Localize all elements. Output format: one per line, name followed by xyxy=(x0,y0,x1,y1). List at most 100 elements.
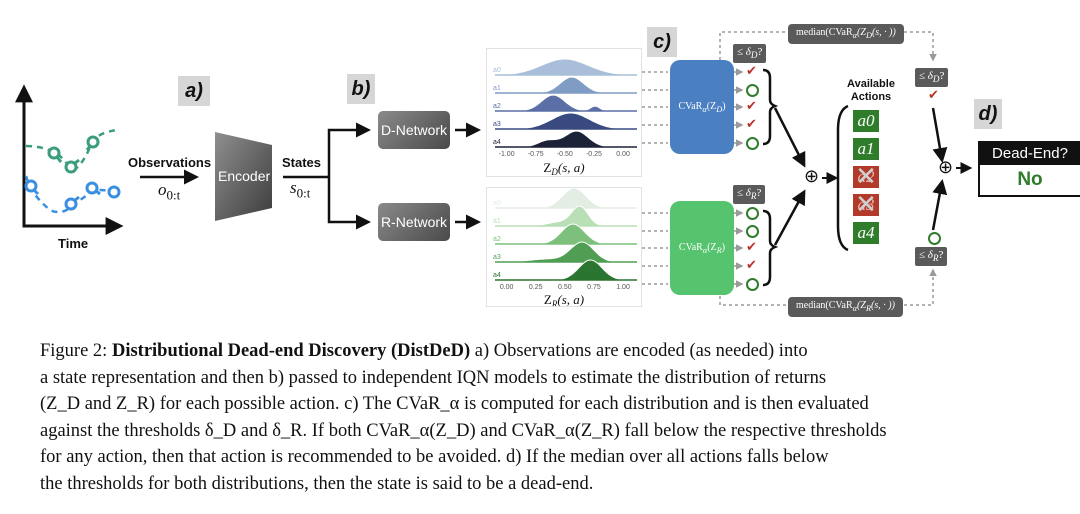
d-result-circle-icon xyxy=(746,84,759,97)
action-a2: a2✕ xyxy=(853,162,879,192)
r-median-route xyxy=(719,290,786,306)
available-actions-title-line2: Actions xyxy=(850,91,892,103)
d-dash-lines xyxy=(642,68,744,147)
r-result-circle-icon xyxy=(746,225,759,238)
x-tick-label: -1.00 xyxy=(499,151,515,158)
r-median-to-oplus-arrow xyxy=(931,179,948,231)
time-axis-label: Time xyxy=(58,236,89,251)
r-network-box: R-Network xyxy=(378,203,450,241)
blue-point xyxy=(64,197,78,211)
median-d-end: (s, · )) xyxy=(871,27,896,38)
final-threshold-r-sub: R xyxy=(932,253,939,264)
states-subscript: 0:t xyxy=(296,185,311,201)
caption-prefix: Figure 2: xyxy=(40,341,112,361)
caption-line-3: (Z_D and Z_R) for each possible action. … xyxy=(40,394,869,414)
threshold-d-sub: D xyxy=(750,50,758,61)
ridge-label-a4: a4 xyxy=(493,139,501,146)
ridge-a0 xyxy=(494,58,638,76)
actions-bracket xyxy=(836,104,849,252)
ridge-a4 xyxy=(495,259,637,281)
ridge-a1 xyxy=(495,205,637,227)
median-d-alpha: α xyxy=(852,31,858,40)
ridge-a3 xyxy=(495,241,637,263)
action-a0: a0 xyxy=(853,110,879,132)
x-tick-label: -0.25 xyxy=(586,151,602,158)
x-tick-label: 0.00 xyxy=(500,284,514,291)
cvar-d-box: CVaRα(ZD) xyxy=(670,60,734,154)
threshold-d-q: ? xyxy=(757,46,763,58)
panel-label-a: a) xyxy=(178,76,210,106)
cvar-d-arg-sub: D xyxy=(716,105,723,114)
ridge-a2 xyxy=(495,94,637,112)
final-threshold-d-label: ≤ δD? xyxy=(915,68,949,88)
available-actions-title: Available Actions xyxy=(838,78,904,104)
d-result-check-icon: ✔ xyxy=(746,64,757,79)
final-r-circle-icon xyxy=(928,232,941,245)
caption-title: Distributional Dead-end Discovery (DistD… xyxy=(111,341,471,361)
r-to-oplus-arrow xyxy=(773,189,806,246)
final-threshold-d-sub: D xyxy=(932,74,940,85)
action-a4: a4 xyxy=(853,222,879,244)
median-d-arg: (Z xyxy=(857,27,866,38)
d-median-route xyxy=(719,31,786,66)
ridge-label-a0: a0 xyxy=(493,200,501,207)
cross-icon: ✕ xyxy=(855,162,877,192)
cvar-r-box: CVaRα(ZR) xyxy=(670,201,734,295)
ridge-label-a1: a1 xyxy=(493,218,501,225)
cvar-d-arg: (Z xyxy=(706,101,717,112)
r-brace xyxy=(762,209,779,287)
action-a1: a1 xyxy=(853,138,879,160)
dead-end-header: Dead-End? xyxy=(980,143,1080,165)
dead-end-box: Dead-End? No xyxy=(978,141,1080,197)
cvar-r-arg-sub: R xyxy=(716,246,722,255)
green-point xyxy=(47,146,61,160)
d-median-down xyxy=(904,31,937,62)
ridge-label-a2: a2 xyxy=(493,236,501,243)
d-result-circle-icon xyxy=(746,137,759,150)
ridge-a2 xyxy=(495,223,637,245)
states-math: s0:t xyxy=(290,178,310,201)
final-threshold-r-label: ≤ δR? xyxy=(915,247,948,267)
threshold-r-q: ? xyxy=(756,187,762,199)
final-d-check-icon: ✔ xyxy=(928,88,939,103)
d-result-check-icon: ✔ xyxy=(746,117,757,132)
blue-point xyxy=(85,181,99,195)
x-axis-label: ZD(s, a) xyxy=(543,160,584,176)
ridge-a1 xyxy=(495,76,637,94)
d-brace xyxy=(762,68,779,146)
ridge-a0 xyxy=(495,187,637,209)
x-tick-label: 0.00 xyxy=(616,151,630,158)
x-tick-label: 1.00 xyxy=(616,284,630,291)
cross-icon: ✕ xyxy=(855,190,877,220)
threshold-d-text: ≤ δ xyxy=(737,46,751,58)
ridge-label-a0: a0 xyxy=(493,67,501,74)
caption-line-2: a state representation and then b) passe… xyxy=(40,367,827,388)
r-median-up xyxy=(904,268,937,306)
ridge-a3 xyxy=(495,112,637,130)
action-a3: a3✕ xyxy=(853,190,879,220)
threshold-r-sub: R xyxy=(750,191,757,202)
x-tick-label: -0.50 xyxy=(557,151,573,158)
encoder-label: Encoder xyxy=(218,168,271,184)
x-tick-label: 0.75 xyxy=(587,284,601,291)
caption-line-5: for any action, then that action is reco… xyxy=(40,447,829,467)
diagram-canvas xyxy=(15,31,973,306)
d-result-check-icon: ✔ xyxy=(746,99,757,114)
blue-point xyxy=(24,179,38,193)
x-tick-label: -0.75 xyxy=(528,151,544,158)
states-branch-arrow-r xyxy=(327,177,371,230)
final-threshold-d-q: ? xyxy=(939,70,945,82)
observations-subscript: 0:t xyxy=(166,187,181,203)
r-result-circle-icon xyxy=(746,207,759,220)
figure-caption: Figure 2: Distributional Dead-end Discov… xyxy=(40,338,1040,497)
cvar-d-label: CVaR xyxy=(678,101,703,112)
observations-symbol: o xyxy=(158,180,167,199)
time-plot xyxy=(15,84,124,235)
median-d-arg-sub: D xyxy=(865,31,872,40)
d-network-box: D-Network xyxy=(378,111,450,149)
median-r-alpha: α xyxy=(852,304,858,313)
